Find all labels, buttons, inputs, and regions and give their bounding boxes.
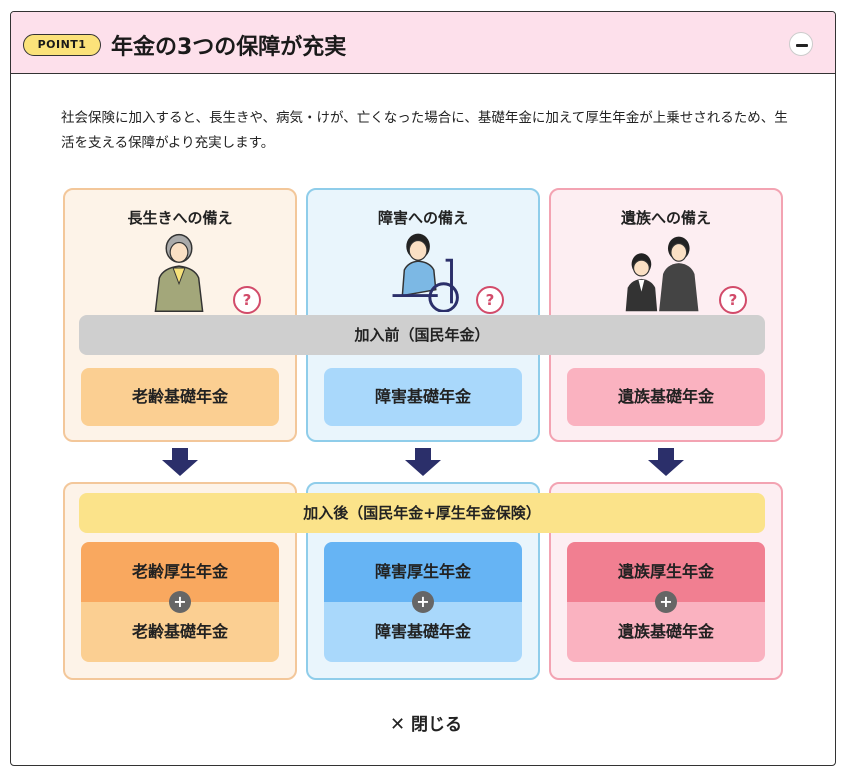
after-pension-stack: 老齢厚生年金 老齢基礎年金 + bbox=[81, 542, 279, 662]
down-arrow-icon bbox=[405, 448, 441, 476]
panel-header[interactable]: POINT1 年金の3つの保障が充実 bbox=[11, 12, 835, 74]
collapse-minus-icon[interactable] bbox=[789, 32, 813, 56]
after-join-banner: 加入後（国民年金+厚生年金保険） bbox=[79, 493, 765, 533]
plus-icon: + bbox=[169, 591, 191, 613]
close-button[interactable]: ✕閉じる bbox=[371, 712, 481, 738]
card-heading: 遺族への備え bbox=[620, 209, 711, 227]
wheelchair-person-icon bbox=[392, 233, 459, 312]
point-badge: POINT1 bbox=[23, 34, 101, 56]
close-label: 閉じる bbox=[411, 715, 463, 735]
before-join-banner: 加入前（国民年金） bbox=[79, 315, 765, 355]
panel-title: 年金の3つの保障が充実 bbox=[111, 35, 347, 60]
family-icon bbox=[625, 236, 699, 312]
card-heading: 長生きへの備え bbox=[127, 209, 233, 227]
question-icon: ? bbox=[233, 286, 261, 314]
before-pension-box: 障害基礎年金 bbox=[324, 368, 522, 426]
down-arrow-icon bbox=[162, 448, 198, 476]
plus-icon: + bbox=[412, 591, 434, 613]
after-pension-stack: 遺族厚生年金 遺族基礎年金 + bbox=[567, 542, 765, 662]
plus-icon: + bbox=[655, 591, 677, 613]
intro-text: 社会保険に加入すると、長生きや、病気・けが、亡くなった場合に、基礎年金に加えて厚… bbox=[61, 110, 788, 151]
pension-point-panel: POINT1 年金の3つの保障が充実 社会保険に加入すると、長生きや、病気・けが… bbox=[10, 11, 836, 766]
close-icon: ✕ bbox=[389, 714, 406, 735]
question-icon: ? bbox=[476, 286, 504, 314]
down-arrow-icon bbox=[648, 448, 684, 476]
before-pension-box: 遺族基礎年金 bbox=[567, 368, 765, 426]
card-heading: 障害への備え bbox=[377, 209, 468, 227]
elderly-woman-icon bbox=[154, 233, 204, 312]
before-pension-box: 老齢基礎年金 bbox=[81, 368, 279, 426]
question-icon: ? bbox=[719, 286, 747, 314]
after-pension-stack: 障害厚生年金 障害基礎年金 + bbox=[324, 542, 522, 662]
